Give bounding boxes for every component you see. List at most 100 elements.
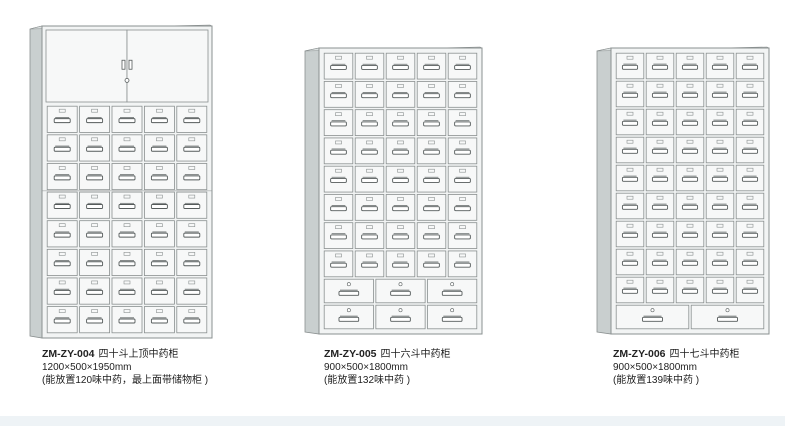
bottom-band [0, 416, 785, 426]
drawer-handle [441, 290, 463, 296]
drawer-label-slot [428, 168, 435, 173]
drawer-label-slot [686, 279, 694, 284]
drawer-label-slot [397, 225, 404, 229]
drawer-handle [741, 232, 759, 238]
drawer-handle [621, 288, 639, 294]
drawer-handle [183, 289, 201, 295]
drawer-label-slot [459, 140, 466, 145]
drawer-label-slot [335, 112, 342, 116]
drawer-handle [86, 318, 104, 324]
drawer-handle [651, 120, 669, 126]
drawer-label-slot [156, 137, 163, 142]
drawer-handle [183, 318, 201, 324]
drawer-handle [423, 206, 440, 212]
drawer-handle [150, 232, 168, 238]
drawer-label-slot [91, 166, 98, 170]
drawer-handle [681, 92, 699, 98]
product-dimensions: 1200×500×1950mm [42, 362, 132, 373]
drawer-label-slot [626, 139, 634, 144]
drawer-label-slot [58, 137, 66, 142]
drawer-handle [118, 289, 136, 295]
small-drawer [323, 165, 354, 193]
drawer-handle [651, 176, 669, 182]
drawer-label-slot [686, 55, 694, 60]
drawer-label-slot [656, 83, 664, 88]
cabinet-illustration [29, 24, 213, 339]
drawer-label-slot [366, 84, 373, 88]
drawer-handle [150, 289, 168, 295]
drawer-label-slot [746, 83, 754, 88]
product-name: 四十斗上顶中药柜 [98, 349, 179, 360]
drawer-label-slot [459, 84, 466, 88]
product-model: ZM-ZY-004 [42, 348, 95, 360]
drawer-handle [454, 234, 471, 240]
small-drawer [176, 134, 208, 162]
drawer-label-slot [459, 168, 466, 173]
small-drawer [79, 105, 110, 133]
product-dimensions: 900×500×1800mm [613, 362, 697, 373]
drawer-handle [53, 118, 71, 124]
drawer-label-slot [366, 112, 373, 116]
product-note: (能放置132味中药 ) [324, 375, 411, 386]
drawer-label-slot [335, 225, 342, 229]
drawer-handle [423, 177, 440, 183]
drawer-handle [441, 316, 463, 322]
drawer-handle [361, 177, 378, 183]
drawer-label-slot [656, 251, 664, 256]
drawer-handle [621, 176, 639, 182]
drawer-label-slot [686, 195, 694, 200]
drawer-label-slot [459, 112, 466, 116]
drawer-label-slot [123, 223, 131, 227]
drawer-label-slot [335, 168, 342, 173]
drawer-label-slot [188, 166, 196, 170]
drawer-handle [361, 121, 378, 127]
drawer-label-slot [397, 197, 404, 201]
drawer-handle [118, 118, 136, 124]
drawer-handle [711, 148, 729, 154]
drawer-handle [392, 262, 409, 268]
drawer-handle [361, 64, 378, 70]
drawer-handle [423, 234, 440, 240]
drawer-label-slot [459, 225, 466, 229]
drawer-handle [741, 204, 759, 210]
drawer-handle [651, 288, 669, 294]
drawer-label-slot [626, 83, 634, 88]
drawer-handle [86, 204, 104, 209]
drawer-label-slot [91, 108, 98, 113]
drawer-handle [150, 175, 168, 181]
drawer-handle [392, 93, 409, 99]
drawer-label-slot [656, 167, 664, 172]
drawer-label-slot [58, 309, 66, 313]
drawer-handle [53, 318, 71, 324]
drawer-label-slot [746, 195, 754, 200]
drawer-handle [651, 260, 669, 266]
cabinet-side-panel [29, 25, 43, 339]
drawer-label-slot [58, 252, 66, 256]
drawer-label-slot [746, 111, 754, 116]
drawer-label-slot [626, 195, 634, 200]
drawer-handle [621, 64, 639, 70]
drawer-handle [651, 64, 669, 70]
drawer-handle [392, 177, 409, 183]
drawer-label-slot [459, 55, 466, 60]
drawer-handle [150, 318, 168, 324]
drawer-label-slot [366, 197, 373, 201]
drawer-label-slot [123, 166, 131, 170]
drawer-label-slot [188, 194, 196, 199]
drawer-handle [330, 64, 347, 70]
drawer-handle [150, 118, 168, 124]
drawer-label-slot [156, 309, 163, 313]
drawer-label-slot [58, 223, 66, 227]
drawer-label-slot [58, 280, 66, 285]
drawer-handle [330, 234, 347, 240]
drawer-label-slot [335, 253, 342, 258]
drawer-lock [650, 308, 655, 313]
drawer-handle [711, 92, 729, 98]
drawer-handle [118, 146, 136, 152]
drawer-label-slot [716, 83, 724, 88]
drawer-label-slot [716, 223, 724, 228]
drawer-handle [681, 232, 699, 238]
drawer-handle [361, 206, 378, 212]
drawer-handle [330, 177, 347, 183]
